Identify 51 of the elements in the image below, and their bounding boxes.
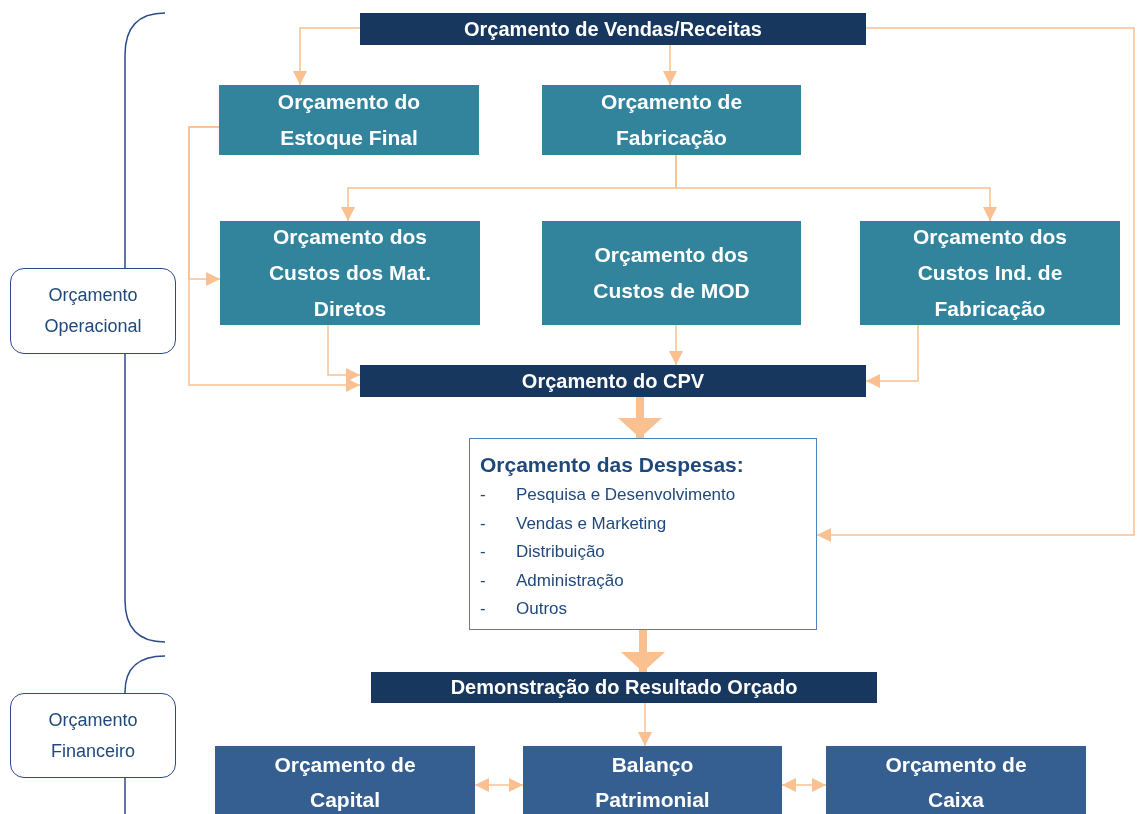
chevron-arrow [621,630,665,672]
node-label: Orçamento dos Custos Ind. de Fabricação [911,224,1068,322]
list-bullet: - [480,541,487,563]
node-label: Orçamento de Capital [273,752,417,813]
process-box [219,85,479,155]
arrow [293,27,361,86]
node-label: Orçamento Financeiro [47,708,139,763]
process-box [523,746,782,814]
list-bullet: - [480,598,487,620]
list-bullet: - [480,484,487,506]
process-box [826,746,1086,814]
node-label: Orçamento de Vendas/Receitas [464,17,762,41]
node-label: Orçamento do Estoque Final [276,89,422,151]
list-item: Pesquisa e Desenvolvimento [516,484,737,506]
arrow [327,324,361,382]
title-bar [360,365,866,397]
group-label-box [10,693,176,778]
arrow [669,324,683,366]
arrow [663,44,677,86]
title-bar [360,13,866,45]
list-bullet: - [480,512,487,535]
list-item: Outros [516,598,569,620]
node-label: Orçamento de Fabricação [599,89,744,151]
list-item: Distribuição [516,541,606,563]
node-label: Orçamento do CPV [521,369,705,393]
arrow [474,778,524,792]
process-box [860,221,1120,325]
list-box [469,438,817,630]
node-label: Orçamento de Caixa [884,752,1028,813]
chevron-arrow [618,397,662,438]
title-bar [371,672,877,703]
list-item: Vendas e Marketing [516,512,668,535]
node-label: Orçamento dos Custos de MOD [592,242,751,304]
list-heading: Orçamento das Despesas: [480,452,744,478]
arrow [675,154,997,222]
node-label: Balanço Patrimonial [594,752,711,813]
process-box [542,85,801,155]
arrow [865,324,919,388]
node-label: Orçamento dos Custos dos Mat. Diretos [267,224,433,322]
node-label: Orçamento Operacional [43,284,143,338]
node-label: Demonstração do Resultado Orçado [450,676,798,699]
list-bullet: - [480,569,487,592]
process-box [542,221,801,325]
group-label-box [10,268,176,354]
arrow [638,702,652,747]
arrow [781,778,827,792]
process-box [215,746,475,814]
arrow [188,126,361,392]
list-item: Administração [516,569,625,592]
arrow [816,27,1135,542]
process-box [220,221,480,325]
